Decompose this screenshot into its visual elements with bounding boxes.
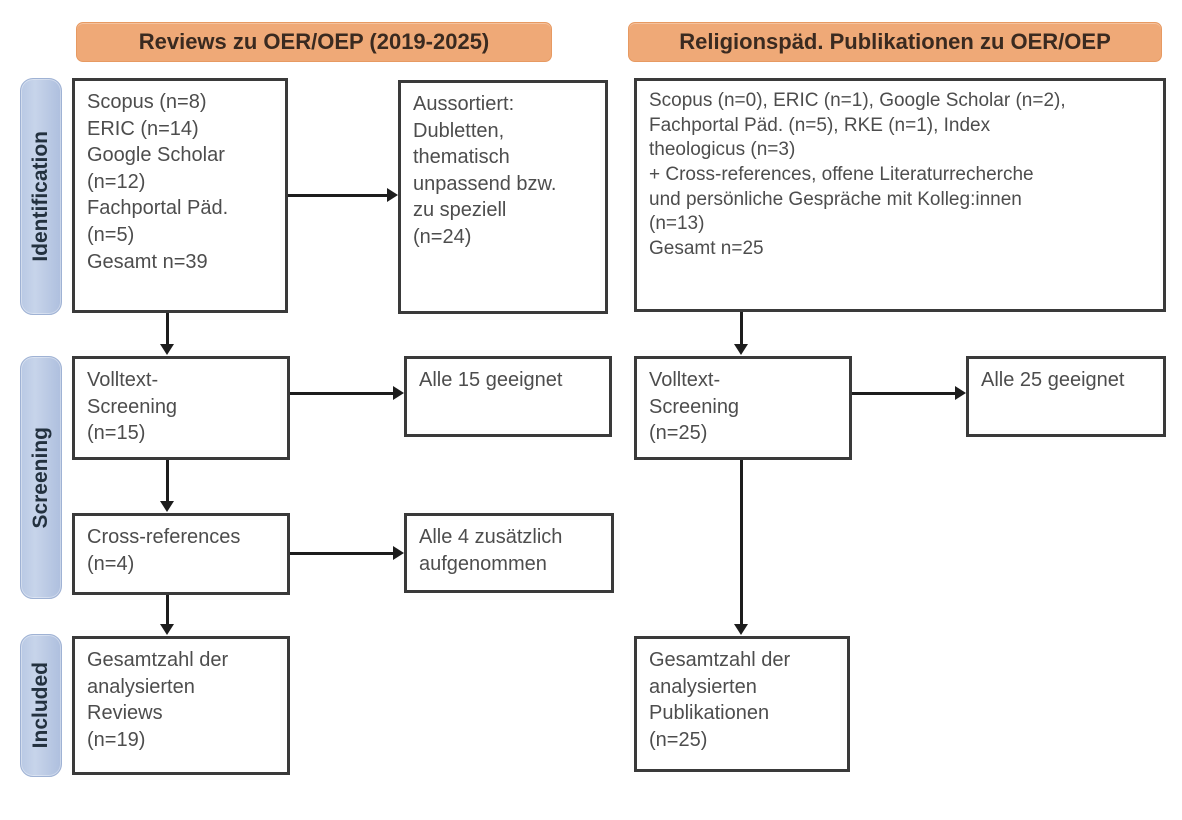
node-left-included-total-text: Gesamtzahl der analysierten Reviews (n=1… (87, 649, 229, 751)
connector-left-sources-to-screening (166, 313, 169, 345)
connector-right-screening-to-included (740, 460, 743, 625)
node-right-included-total: Gesamtzahl der analysierten Publikatione… (634, 636, 850, 772)
arrow-right-sources-to-screening (734, 344, 748, 355)
node-left-cross-references: Cross-references (n=4) (72, 513, 290, 595)
node-right-included-total-text: Gesamtzahl der analysierten Publikatione… (649, 649, 791, 751)
connector-left-crossrefs-to-added (290, 552, 393, 555)
arrow-left-sources-to-screening (160, 344, 174, 355)
node-left-identification-sources: Scopus (n=8) ERIC (n=14) Google Scholar … (72, 78, 288, 313)
stage-pill-screening: Screening (20, 356, 62, 599)
node-left-all-added: Alle 4 zusätzlich aufgenommen (404, 513, 614, 593)
node-left-all-eligible: Alle 15 geeignet (404, 356, 612, 437)
column-header-religionspaed: Religionspäd. Publikationen zu OER/OEP (628, 22, 1162, 62)
column-header-reviews-label: Reviews zu OER/OEP (2019-2025) (138, 29, 490, 54)
connector-right-screening-to-eligible (852, 392, 955, 395)
node-left-excluded-text: Aussortiert: Dubletten, thematisch unpas… (413, 93, 557, 248)
arrow-left-crossrefs-to-included (160, 624, 174, 635)
arrow-right-screening-to-included (734, 624, 748, 635)
node-left-fulltext-screening-text: Volltext- Screening (n=15) (87, 369, 178, 445)
connector-right-sources-to-screening (740, 312, 743, 345)
node-left-identification-sources-text: Scopus (n=8) ERIC (n=14) Google Scholar … (87, 91, 229, 273)
stage-pill-identification: Identification (20, 78, 62, 315)
node-right-all-eligible: Alle 25 geeignet (966, 356, 1166, 437)
connector-left-sources-to-excluded (288, 194, 387, 197)
stage-label-screening: Screening (29, 426, 52, 529)
node-left-fulltext-screening: Volltext- Screening (n=15) (72, 356, 290, 460)
connector-left-screening-to-eligible (290, 392, 393, 395)
column-header-reviews: Reviews zu OER/OEP (2019-2025) (76, 22, 552, 62)
node-left-excluded: Aussortiert: Dubletten, thematisch unpas… (398, 80, 608, 314)
stage-label-identification: Identification (29, 131, 52, 262)
arrow-left-screening-to-crossrefs (160, 501, 174, 512)
connector-left-crossrefs-to-included (166, 595, 169, 625)
node-left-all-eligible-text: Alle 15 geeignet (419, 369, 563, 391)
column-header-religionspaed-label: Religionspäd. Publikationen zu OER/OEP (679, 29, 1111, 54)
stage-pill-included: Included (20, 634, 62, 777)
node-right-fulltext-screening: Volltext- Screening (n=25) (634, 356, 852, 460)
arrow-left-screening-to-eligible (393, 386, 404, 400)
node-right-fulltext-screening-text: Volltext- Screening (n=25) (649, 369, 740, 445)
stage-label-included: Included (29, 662, 52, 749)
arrow-right-screening-to-eligible (955, 386, 966, 400)
node-left-included-total: Gesamtzahl der analysierten Reviews (n=1… (72, 636, 290, 775)
node-right-all-eligible-text: Alle 25 geeignet (981, 369, 1125, 391)
arrow-left-sources-to-excluded (387, 188, 398, 202)
node-right-identification-sources-text: Scopus (n=0), ERIC (n=1), Google Scholar… (649, 90, 1066, 260)
connector-left-screening-to-crossrefs (166, 460, 169, 502)
node-left-all-added-text: Alle 4 zusätzlich aufgenommen (419, 526, 563, 575)
arrow-left-crossrefs-to-added (393, 546, 404, 560)
node-left-cross-references-text: Cross-references (n=4) (87, 526, 241, 575)
node-right-identification-sources: Scopus (n=0), ERIC (n=1), Google Scholar… (634, 78, 1166, 312)
